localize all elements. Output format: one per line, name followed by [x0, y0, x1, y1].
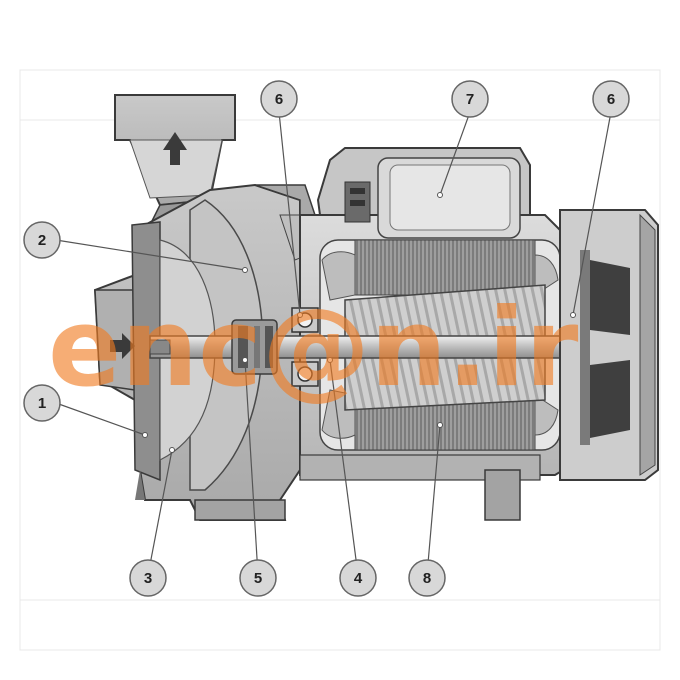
leader-line-4: [329, 359, 359, 576]
target-dots: [142, 192, 576, 453]
callout-8: 8: [408, 559, 446, 597]
watermark-text: enc@n.ir: [48, 286, 578, 411]
callout-label: 7: [466, 91, 474, 108]
callout-label: 5: [254, 570, 262, 587]
callout-label: 4: [354, 570, 363, 587]
leader-line-6-right: [572, 111, 612, 316]
callout-6-left: 6: [260, 80, 298, 118]
front-bearing: [291, 307, 319, 387]
flow-arrow-right-icon: [110, 333, 135, 359]
callout-label: 3: [144, 570, 152, 587]
fan-cover: [559, 209, 659, 481]
callout-label: 6: [607, 91, 615, 108]
leader-line-5: [244, 359, 259, 576]
leader-line-6-left: [278, 111, 301, 316]
callout-2: 2: [23, 221, 61, 259]
motor-feet: [194, 469, 521, 521]
callout-label: 2: [38, 232, 46, 249]
callout-6-right: 6: [592, 80, 630, 118]
leader-line-3: [147, 449, 173, 576]
flow-arrow-up-icon: [163, 132, 187, 165]
capacitor-box: [316, 147, 531, 239]
callout-1: 1: [23, 384, 61, 422]
callout-label: 8: [423, 570, 431, 587]
callout-5: 5: [239, 559, 277, 597]
leader-line-1: [55, 402, 146, 436]
leader-line-8: [426, 424, 441, 576]
callout-7: 7: [451, 80, 489, 118]
callout-label: 1: [38, 395, 46, 412]
callout-label: 6: [275, 91, 283, 108]
leader-lines: [55, 111, 612, 576]
leader-line-7: [439, 111, 471, 196]
callout-3: 3: [129, 559, 167, 597]
callout-4: 4: [339, 559, 377, 597]
leader-line-2: [55, 239, 246, 271]
